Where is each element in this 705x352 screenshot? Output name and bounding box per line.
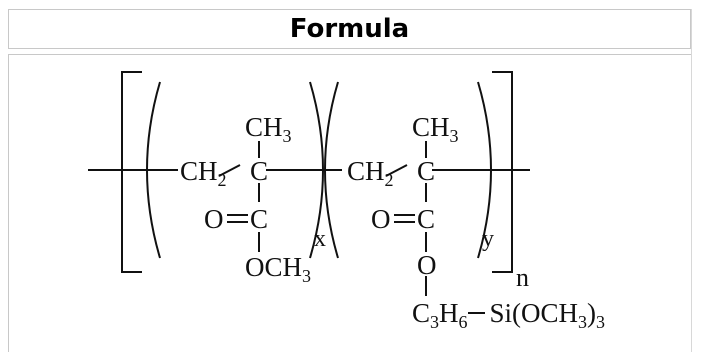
group-och3-unit1: OCH3 [245,252,311,286]
group-ch3-unit1: CH3 [245,112,292,146]
table-header: Formula [8,9,691,49]
atom-olink-unit2: O [417,250,437,280]
atom-c-unit1: C [250,156,268,186]
group-ch2-unit1: CH2 [180,156,227,190]
table-right-border [691,9,692,352]
bond-ch2-c-unit1 [218,164,241,177]
outer-bracket-right [492,71,513,273]
paren-right-unit1 [309,81,324,259]
atom-cester-unit1: C [250,204,268,234]
outer-bracket-left [121,71,142,273]
group-ch3-unit2: CH3 [412,112,459,146]
atom-o-unit1: O [204,204,224,234]
paren-left-unit2 [324,81,339,259]
subscript-n: n [516,263,529,292]
structure-lines [88,71,530,314]
atom-cester-unit2: C [417,204,435,234]
paren-left-unit1 [146,81,161,259]
subscript-y: y [482,226,494,252]
bond-ch2-c-unit2 [385,164,408,177]
paren-right-unit2 [477,81,492,259]
subscript-x: x [314,226,326,252]
formula-cell [8,54,691,352]
header-title: Formula [289,14,410,44]
group-ch2-unit2: CH2 [347,156,394,190]
atom-o-unit2: O [371,204,391,234]
atom-c-unit2: C [417,156,435,186]
